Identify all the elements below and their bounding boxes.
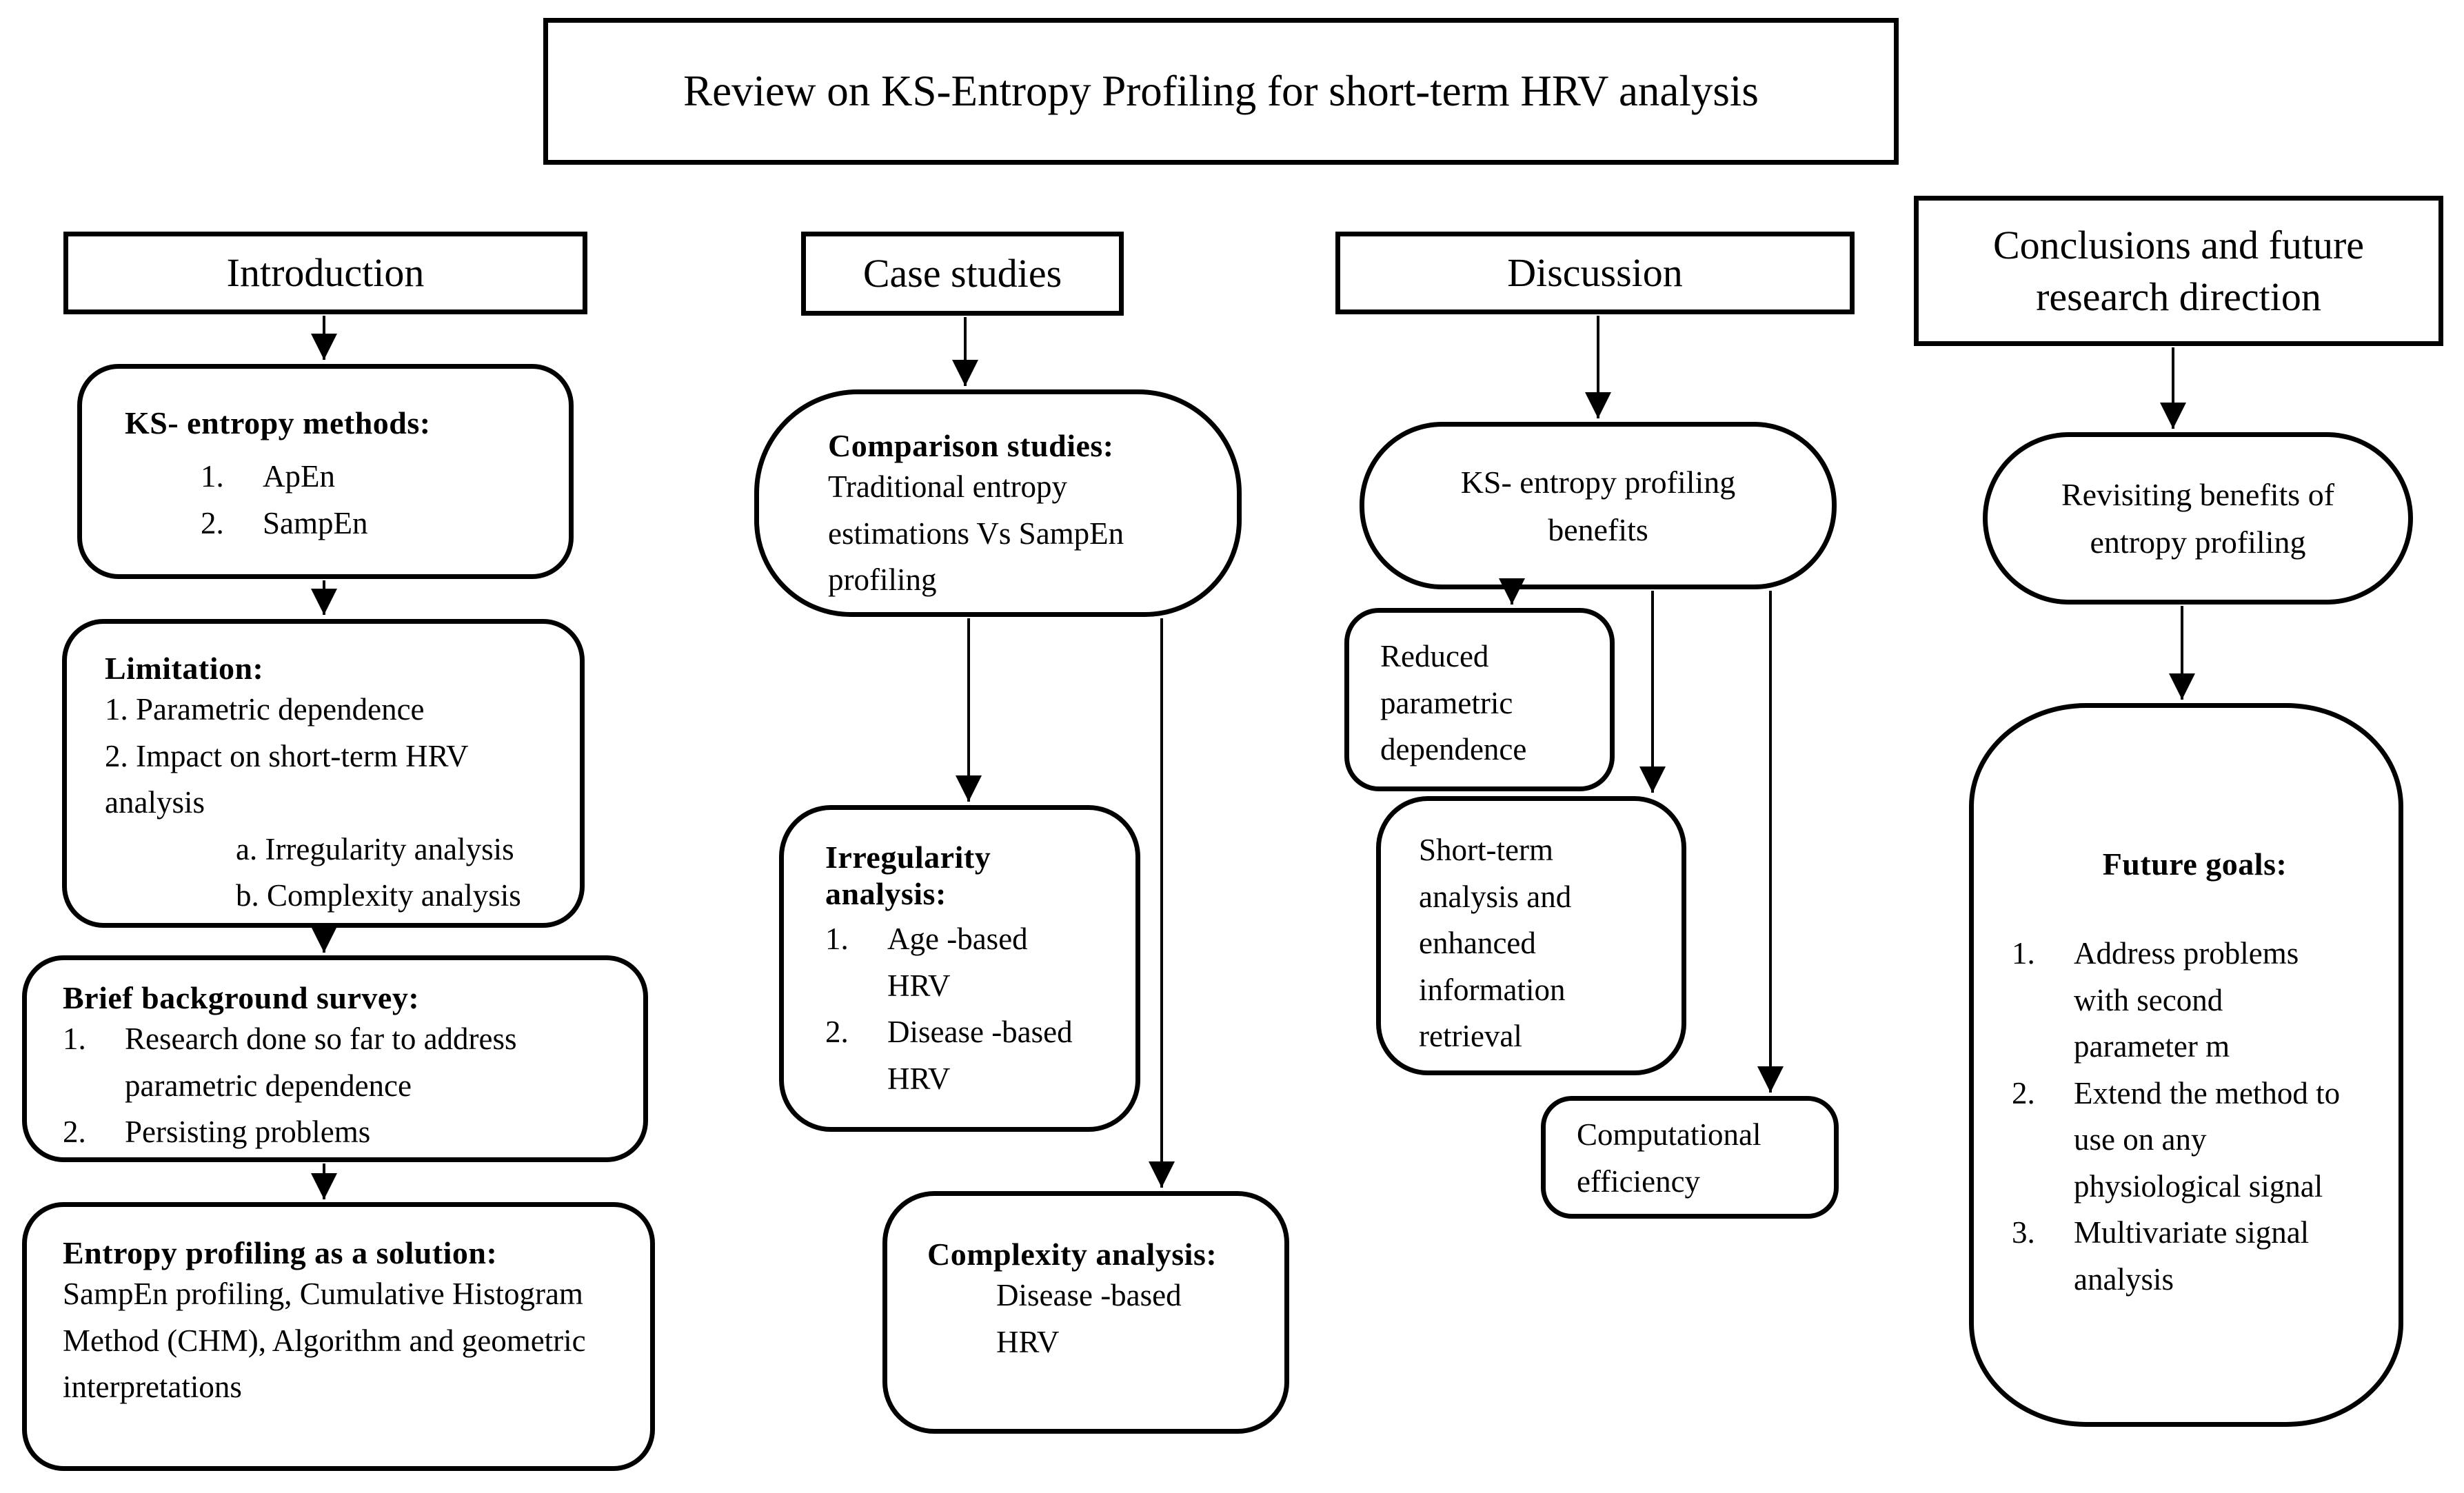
complexity-analysis-box: Complexity analysis: Disease -based HRV xyxy=(882,1191,1289,1434)
box-heading: Comparison studies: xyxy=(828,428,1114,463)
box-body: Computational efficiency xyxy=(1577,1117,1761,1199)
box-heading: Complexity analysis: xyxy=(927,1237,1218,1272)
list-item: 2. Extend the method to use on any physi… xyxy=(2012,1075,2341,1203)
irregularity-analysis-box: Irregularity analysis: 1. Age -based HRV… xyxy=(779,805,1140,1132)
revisiting-benefits-box: Revisiting benefits of entropy profiling xyxy=(1983,432,2413,605)
list-item: a. Irregularity analysis xyxy=(236,831,514,866)
list-item: 2. Persisting problems xyxy=(63,1115,371,1149)
box-heading: Irregularity analysis: xyxy=(825,840,991,911)
box-heading: Future goals: xyxy=(2102,846,2288,882)
column-header-label: Case studies xyxy=(862,251,1062,296)
ks-entropy-methods-box: KS- entropy methods: 1. ApEn 2. SampEn xyxy=(77,364,574,579)
future-goals-box: Future goals: 1. Address problems with s… xyxy=(1969,703,2403,1427)
column-header-label: Introduction xyxy=(226,250,425,296)
comparison-studies-box: Comparison studies: Traditional entropy … xyxy=(754,389,1242,617)
conclusions-header: Conclusions and future research directio… xyxy=(1914,196,2443,346)
box-body: Traditional entropy estimations Vs SampE… xyxy=(828,469,1124,597)
list-item: 2. SampEn xyxy=(201,505,368,540)
computational-efficiency-box: Computational efficiency xyxy=(1541,1096,1839,1219)
discussion-header: Discussion xyxy=(1335,232,1855,314)
list-item: 2. Disease -based HRV xyxy=(825,1015,1073,1096)
reduced-parametric-box: Reduced parametric dependence xyxy=(1344,608,1615,791)
box-body: Revisiting benefits of entropy profiling xyxy=(2061,477,2335,560)
box-heading: KS- entropy methods: xyxy=(125,405,431,440)
box-body: SampEn profiling, Cumulative Histogram M… xyxy=(63,1277,586,1404)
short-term-analysis-box: Short-term analysis and enhanced informa… xyxy=(1376,796,1686,1075)
list-item: 3. Multivariate signal analysis xyxy=(2012,1215,2310,1297)
case-studies-header: Case studies xyxy=(801,232,1124,316)
column-header-label: Discussion xyxy=(1507,250,1683,296)
box-heading: Entropy profiling as a solution: xyxy=(63,1235,498,1270)
entropy-solution-box: Entropy profiling as a solution: SampEn … xyxy=(22,1202,655,1471)
list-item: 1. Research done so far to address param… xyxy=(63,1022,517,1103)
box-body: KS- entropy profiling benefits xyxy=(1460,464,1736,547)
box-body: Reduced parametric dependence xyxy=(1380,639,1527,766)
column-header-label: Conclusions and future research directio… xyxy=(1992,222,2365,319)
list-item: 1. Parametric dependence xyxy=(105,692,425,727)
box-body: Disease -based HRV xyxy=(996,1278,1182,1359)
list-item: 1. ApEn xyxy=(201,459,335,494)
background-survey-box: Brief background survey: 1. Research don… xyxy=(22,955,648,1162)
column-header-introduction: Introduction xyxy=(63,232,587,314)
title-box: Review on KS-Entropy Profiling for short… xyxy=(543,18,1899,165)
list-item: 2. Impact on short-term HRV analysis xyxy=(105,738,468,820)
list-item: 1. Address problems with second paramete… xyxy=(2012,936,2299,1064)
page-title: Review on KS-Entropy Profiling for short… xyxy=(683,67,1759,115)
box-heading: Brief background survey: xyxy=(63,980,420,1015)
benefits-box: KS- entropy profiling benefits xyxy=(1360,422,1837,589)
box-heading: Limitation: xyxy=(105,651,264,686)
list-item: b. Complexity analysis xyxy=(236,878,521,913)
list-item: 1. Age -based HRV xyxy=(825,922,1028,1003)
limitation-box: Limitation: 1. Parametric dependence 2. … xyxy=(62,619,585,928)
box-body: Short-term analysis and enhanced informa… xyxy=(1419,833,1572,1053)
